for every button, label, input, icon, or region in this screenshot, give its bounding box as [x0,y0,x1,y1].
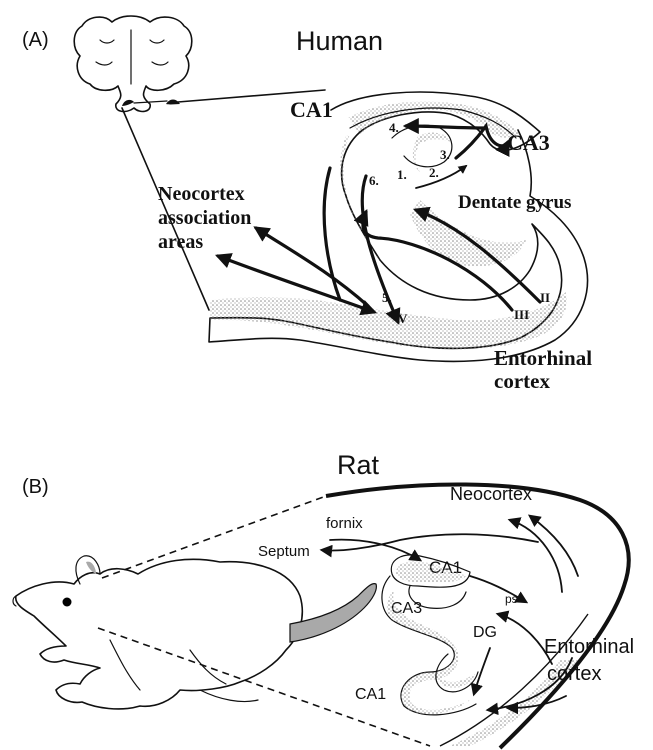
circuit-arrows-a [218,126,540,322]
step-1: 1. [397,167,407,182]
step-6: 6. [369,173,379,188]
rat-eye [63,598,72,607]
label-b-fornix: fornix [326,515,363,532]
label-b-entorhinal-line1: Entorhinal [544,636,634,658]
step-3: 3. [440,147,450,162]
step-2: 2. [429,165,439,180]
label-b-dg: DG [473,624,497,641]
panel-a-title: Human [296,26,383,56]
rat-illustration [13,556,376,709]
label-neocortex-line3: areas [158,231,203,253]
layer-iii: III [514,307,529,322]
neocortex-boundary [326,484,629,748]
label-entorhinal-line1: Entorhinal [494,346,592,370]
label-entorhinal-line2: cortex [494,369,550,393]
label-ca3: CA3 [507,130,550,155]
label-dentate-gyrus: Dentate gyrus [458,192,571,213]
step-4: 4. [389,120,399,135]
label-neocortex-line1: Neocortex [158,183,245,205]
projection-dash-upper [102,496,326,578]
label-neocortex-line2: association [158,207,251,229]
panel-b-title: Rat [337,450,380,480]
label-ca1: CA1 [290,97,333,122]
panel-b: (B) Rat Neocortex fornix Septum CA1 ps C… [13,450,634,748]
rat-hippocampus [382,555,478,715]
panel-a: (A) Human CA1 CA3 Dentate gyrus [22,16,592,393]
label-b-ca1-lower: CA1 [355,686,386,703]
circuit-arrows-b [322,516,578,710]
panel-a-label: (A) [22,29,49,51]
layer-v: V [398,311,408,326]
label-b-septum: Septum [258,543,310,560]
label-b-neocortex: Neocortex [450,484,532,504]
brain-section-thumbnail [74,16,192,111]
panel-b-label: (B) [22,476,49,498]
layer-ii: II [540,290,550,305]
